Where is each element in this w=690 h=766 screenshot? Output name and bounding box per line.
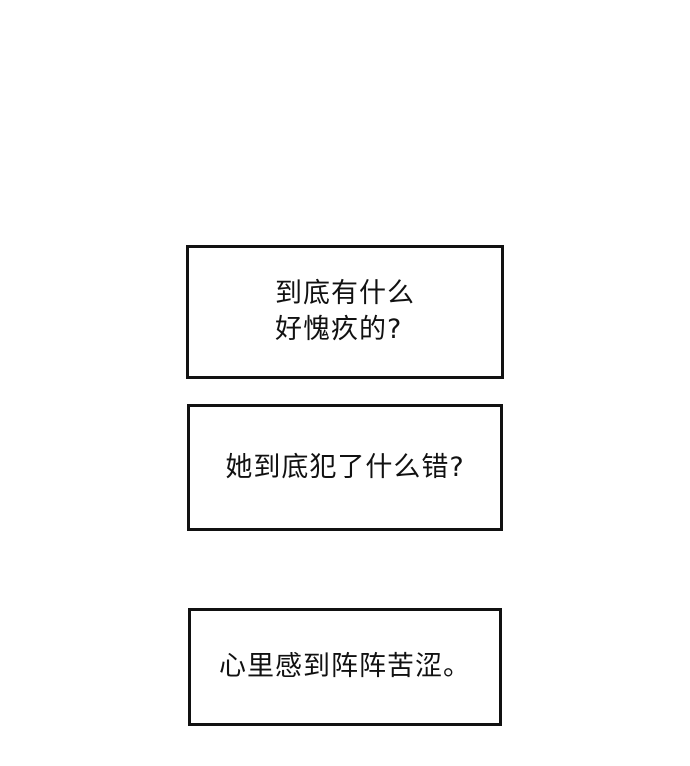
caption-line: 到底有什么 [275,278,415,309]
caption-box-2: 她到底犯了什么错? [187,404,503,531]
caption-box-1: 到底有什么 好愧疚的? [186,245,504,379]
caption-line: 心里感到阵阵苦涩。 [219,651,471,682]
caption-text-2: 她到底犯了什么错? [225,450,464,486]
caption-text-3: 心里感到阵阵苦涩。 [219,649,471,685]
caption-text-1: 到底有什么 好愧疚的? [275,276,415,348]
caption-line: 她到底犯了什么错? [225,451,465,483]
caption-line: 好愧疚的? [275,314,403,345]
caption-box-3: 心里感到阵阵苦涩。 [188,608,502,726]
